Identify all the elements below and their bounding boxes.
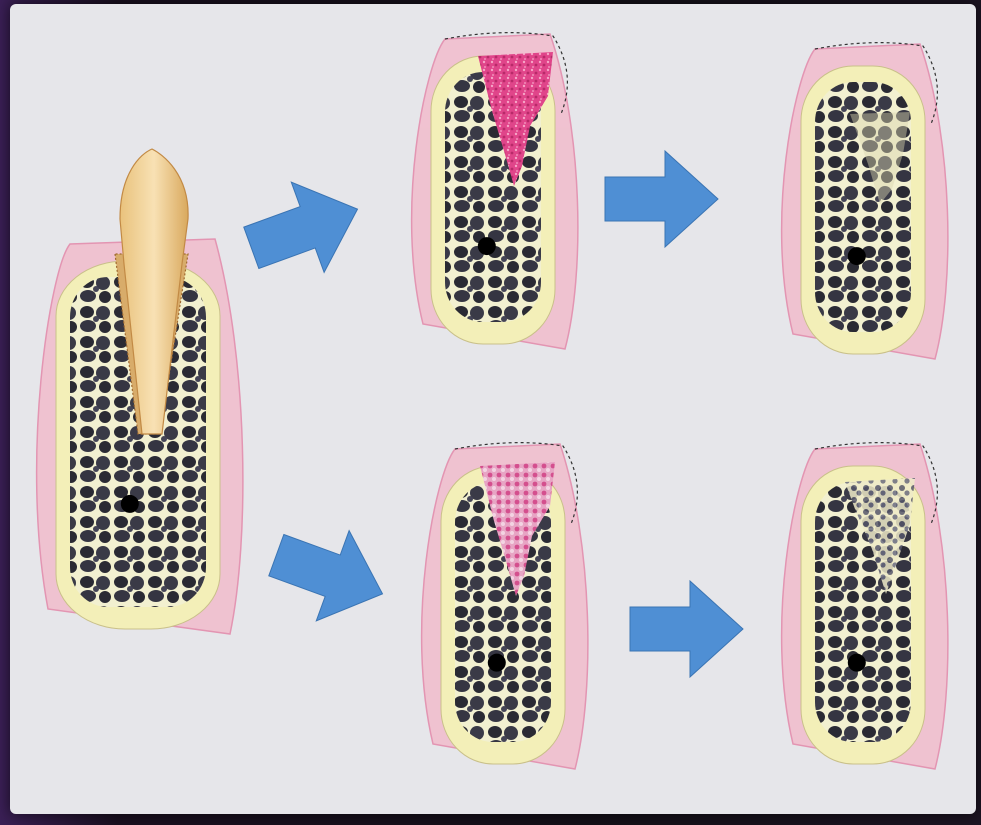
arrow-shape — [630, 581, 743, 677]
healed-top — [782, 43, 948, 359]
nutrient-canal — [848, 247, 866, 265]
arrow-shape — [235, 164, 374, 293]
healed-bottom — [782, 443, 948, 769]
extraction-site — [37, 149, 243, 634]
nutrient-canal — [478, 237, 496, 255]
arrow-right-icon-bottom-2 — [630, 581, 743, 677]
healing-top — [412, 33, 578, 349]
arrow-shape — [260, 510, 399, 639]
diagram-art — [37, 33, 948, 769]
healing-bottom — [422, 443, 588, 769]
arrow-right-icon-top-1 — [235, 164, 374, 293]
diagram-panel — [10, 4, 976, 814]
nutrient-canal — [848, 654, 866, 672]
arrow-right-icon-top-2 — [605, 151, 718, 247]
arrow-shape — [605, 151, 718, 247]
nutrient-canal — [488, 654, 506, 672]
arrow-right-icon-bottom-1 — [260, 510, 399, 639]
nutrient-canal — [121, 495, 139, 513]
socket-healing-diagram — [10, 4, 976, 814]
